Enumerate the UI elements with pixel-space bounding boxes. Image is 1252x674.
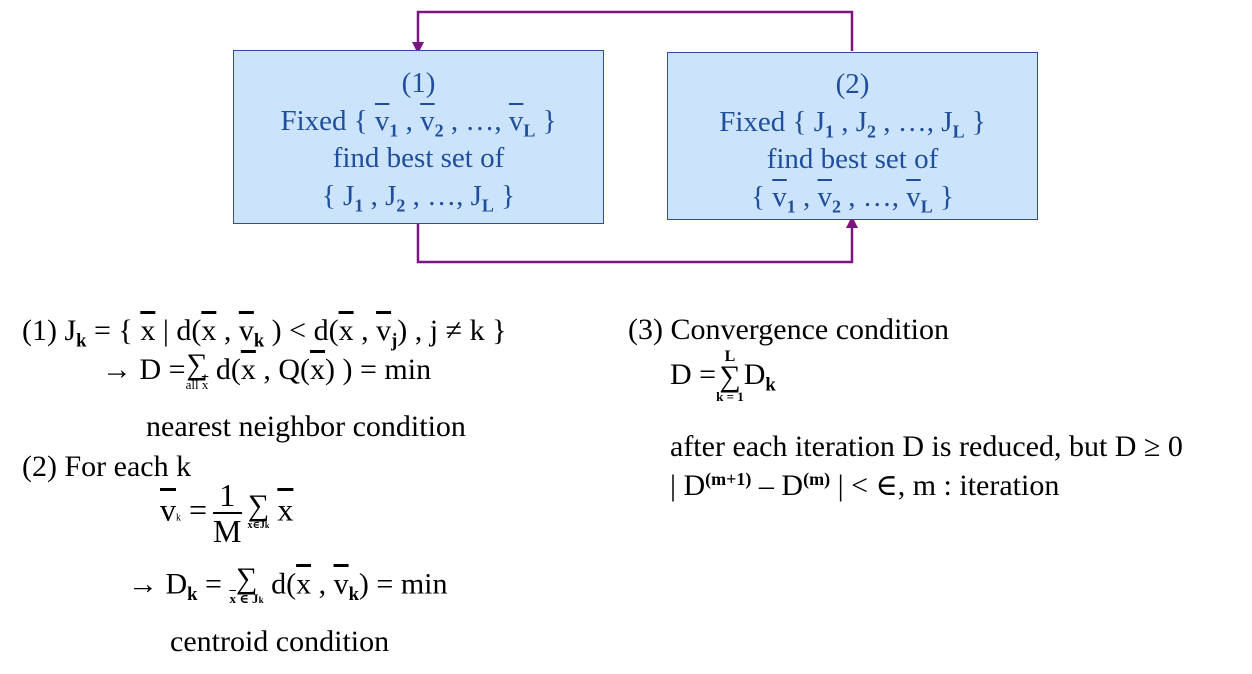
cond1-line1: (1) Jk = { x | d(x , vk ) < d(x , vj) , … [22,314,507,352]
cond2-line1: (2) For each k [22,450,192,483]
step-1-box: (1) Fixed { v1 , v2 , …, vL } find best … [233,50,604,224]
sum-symbol: ∑x ∈ Jk [229,562,264,606]
cond3-line3: after each iteration D is reduced, but D… [670,430,1183,463]
cond1-line3: nearest neighbor condition [146,410,466,443]
cond2-line3: → Dk = ∑x ∈ Jk d(x , vk) = min [128,562,448,606]
step-1-find-line: find best set of [332,142,505,174]
step-2-label: (2) [835,68,870,100]
cond3-line4: | D(m+1) – D(m) | < ∈, m : iteration [670,469,1060,502]
step-2-fixed-line: Fixed { J1 , J2 , …, JL } [719,105,986,141]
cond2-line4: centroid condition [170,625,390,658]
top-loop-arrow [412,10,854,54]
step-1-label: (1) [401,67,436,99]
step-1-fixed-line: Fixed { v1 , v2 , …, vL } [280,104,557,140]
cond3-line1: (3) Convergence condition [628,313,950,346]
step-2-find-line: find best set of [766,143,939,175]
bottom-loop-arrow [416,216,858,264]
step-1-set-line: { J1 , J2 , …, JL } [321,179,516,215]
sum-symbol: ∑x∈Jk [247,489,270,532]
step-2-box: (2) Fixed { J1 , J2 , …, JL } find best … [667,52,1038,220]
cond1-line2: → D =∑all x d(x , Q(x) ) = min [102,348,432,392]
sum-symbol: L∑k = 1 [716,348,744,404]
sum-symbol: ∑all x [185,348,209,392]
step-2-set-line: { v1 , v2 , …, vL } [751,180,954,216]
